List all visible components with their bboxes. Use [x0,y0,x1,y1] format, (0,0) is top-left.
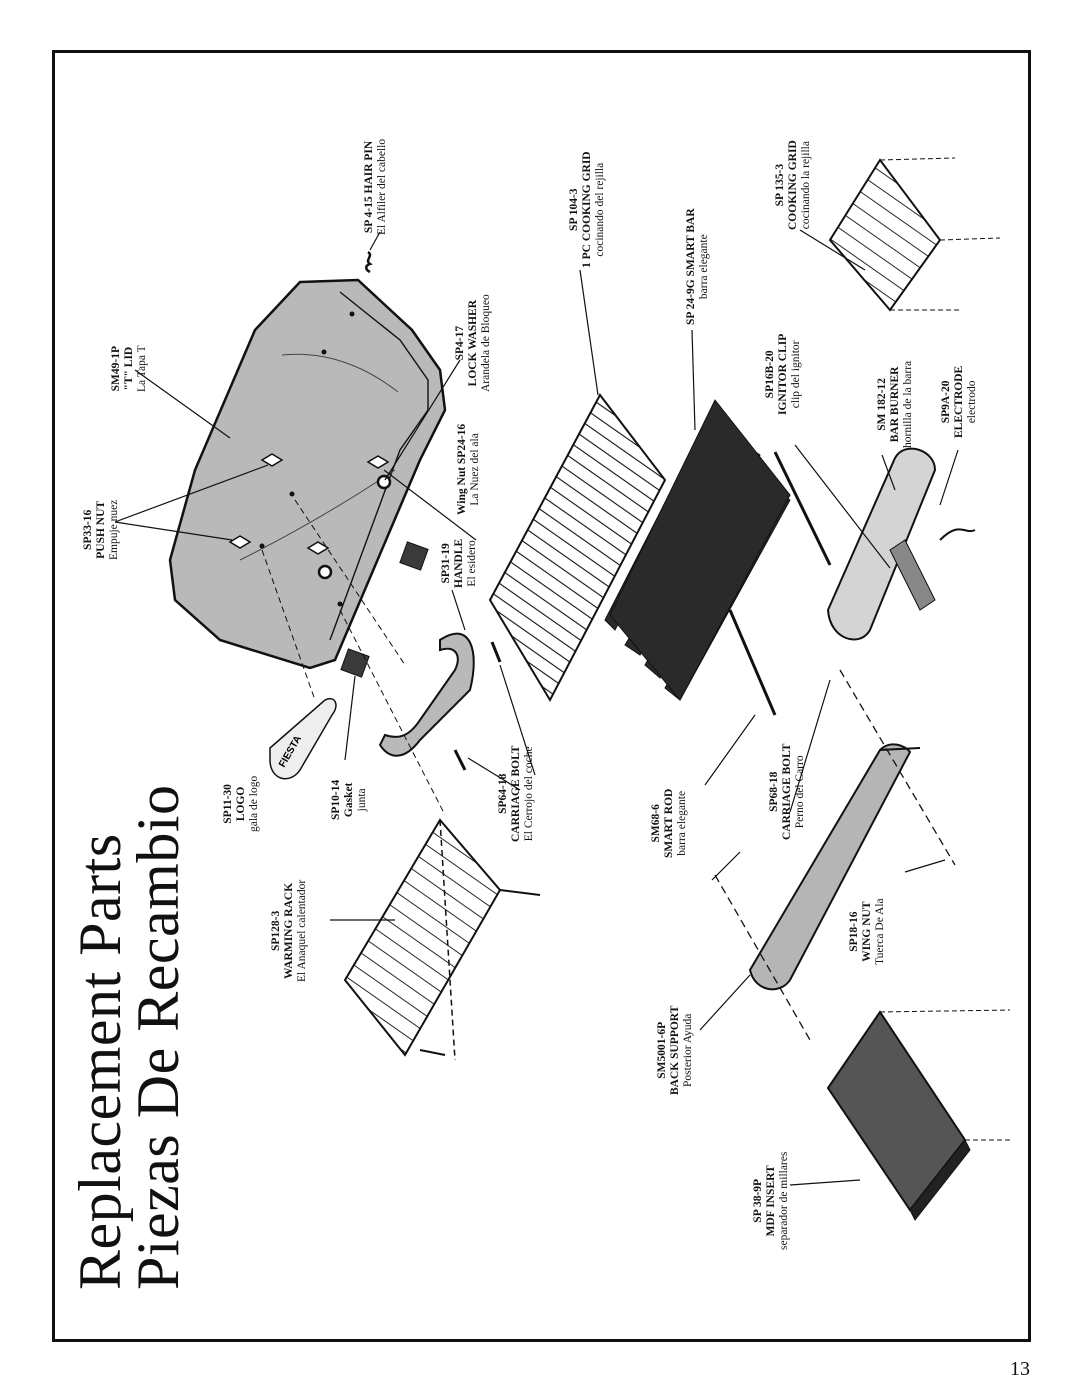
label-push-nut: SP33-16 PUSH NUT Empuje nuez [82,499,120,560]
mdf-insert-drawing [826,1009,1011,1221]
lid-drawing [168,278,447,670]
label-ignitor-clip: SP16B-20 IGNITOR CLIP clip del ignitor [764,333,802,415]
smart-bar-drawing [604,399,791,701]
hair-pin-drawing [365,250,373,274]
bar-burner-drawing [826,447,976,641]
label-cooking-grid-1pc: SP 104-3 1 PC COOKING GRID cocinando del… [568,151,606,268]
label-cooking-grid: SP 135-3 COOKING GRID cocinando la rejil… [774,140,812,230]
label-lid: SM49-1P "T" LID La Tapa T [110,345,148,392]
cooking-grid-1pc-drawing [488,393,667,703]
gasket-drawing [399,541,429,571]
warming-rack-drawing [343,818,541,1061]
label-logo: SP11-30 LOGO gala de logo [222,775,260,832]
label-mdf-insert: SP 38-9P MDF INSERT separador de millare… [752,1151,790,1250]
label-gasket: SP10-14 Gasket junta [330,779,368,820]
handle-drawing [378,632,475,757]
page-number: 13 [1010,1358,1030,1380]
leader-lines [114,229,959,1186]
label-smart-bar: SP 24-9G SMART BAR barra elegante [685,208,710,325]
logo-drawing [269,698,337,780]
label-carriage-bolt-handle: SP64-18 CARRIAGE BOLT El Cerrojo del coc… [497,745,535,842]
label-smart-rod: SM68-6 SMART ROD barra elegante [650,788,688,858]
label-warming-rack: SP128-3 WARMING RACK El Anaquel calentad… [270,879,308,982]
label-handle: SP31-19 HANDLE El esidero [440,538,478,588]
cooking-grid-drawing [828,157,1001,312]
label-wing-nut: SP18-16 WING NUT Tuerca De Ala [848,898,886,965]
label-bar-burner: SM 182-12 BAR BURNER hornilla de la barr… [876,360,914,448]
label-back-support: SM5001-6P BACK SUPPORT Posterior Ayuda [656,1005,694,1095]
page-frame [52,50,1031,1342]
label-hair-pin: SP 4-15 HAIR PIN El Alfiler del cabello [363,138,388,235]
label-lock-washer: SP4-17 LOCK WASHER Arandela de Bloqueo [454,294,492,392]
label-carriage-bolt-cart: SP68-18 CARRIAGE BOLT Perno del Carro [768,743,806,840]
label-electrode: SP9A-20 ELECTRODE electrodo [940,365,978,438]
label-wing-nut-lid: Wing Nut SP24-16 La Nuez del ala [456,423,481,515]
